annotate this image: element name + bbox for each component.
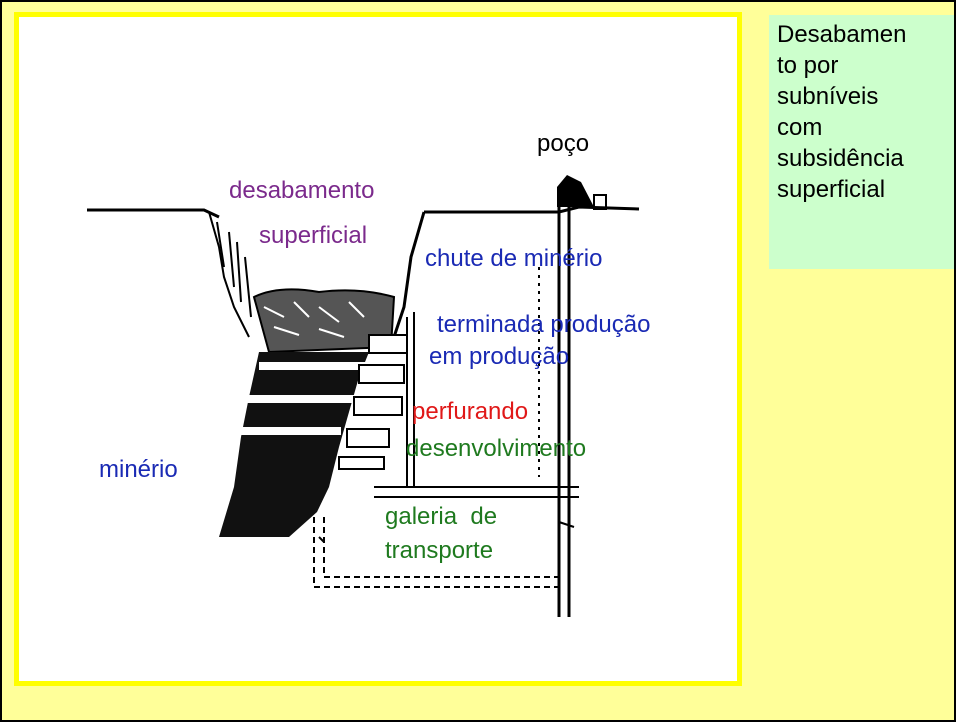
label-chute: chute de minério bbox=[425, 245, 603, 272]
mining-diagram: poço desabamento superficial chute de mi… bbox=[14, 12, 742, 686]
label-galeria: galeria de bbox=[385, 503, 498, 530]
label-desabamento: desabamento bbox=[229, 177, 375, 204]
title-line: superficial bbox=[777, 176, 886, 203]
label-transporte: transporte bbox=[385, 537, 494, 564]
label-perfurando: perfurando bbox=[412, 398, 529, 425]
label-desenvolvimento: desenvolvimento bbox=[406, 435, 587, 462]
label-minerio: minério bbox=[99, 456, 178, 483]
title-line: com bbox=[777, 114, 823, 141]
title-line: Desabamen bbox=[777, 21, 907, 48]
label-superficial: superficial bbox=[259, 222, 368, 249]
label-poco: poço bbox=[537, 130, 590, 157]
label-em-producao: em produção bbox=[429, 343, 570, 370]
label-terminada: terminada produção bbox=[437, 311, 651, 338]
title-line: subsidência bbox=[777, 145, 904, 172]
title-line: subníveis bbox=[777, 83, 879, 110]
mining-cross-section bbox=[87, 175, 640, 617]
title-line: to por bbox=[777, 52, 839, 79]
slide-title-box: Desabamen to por subníveis com subsidênc… bbox=[769, 15, 954, 269]
